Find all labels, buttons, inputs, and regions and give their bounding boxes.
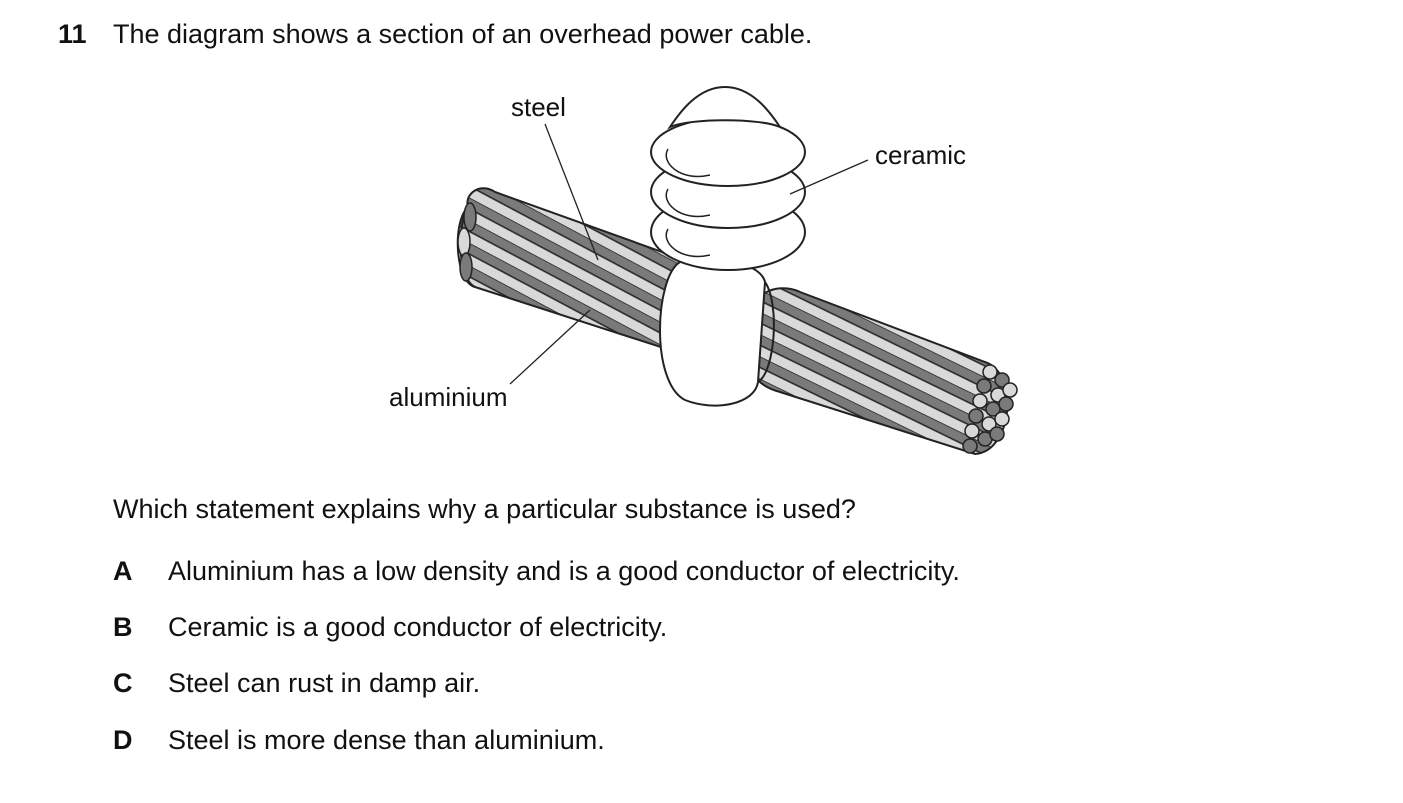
option-c[interactable]: C Steel can rust in damp air. xyxy=(113,668,480,699)
option-b[interactable]: B Ceramic is a good conductor of electric… xyxy=(113,612,667,643)
option-text: Ceramic is a good conductor of electrici… xyxy=(168,612,668,642)
question-number: 11 xyxy=(58,19,87,49)
option-text: Steel is more dense than aluminium. xyxy=(168,725,605,755)
power-cable-diagram: steel ceramic aluminium xyxy=(380,82,1030,467)
question-stem: The diagram shows a section of an overhe… xyxy=(113,19,813,49)
left-cable-segment xyxy=(456,187,692,352)
ceramic-leader-line xyxy=(789,159,869,195)
option-text: Aluminium has a low density and is a goo… xyxy=(168,556,960,586)
aluminium-label: aluminium xyxy=(389,382,508,412)
option-letter: B xyxy=(113,612,133,642)
ceramic-insulator xyxy=(650,85,806,407)
question-prompt: Which statement explains why a particula… xyxy=(113,494,856,524)
strand-ends xyxy=(962,364,1018,454)
right-cable-segment xyxy=(741,287,1018,456)
steel-leader-line xyxy=(544,123,599,261)
steel-label: steel xyxy=(511,92,566,122)
aluminium-leader-line xyxy=(509,309,591,385)
option-a[interactable]: A Aluminium has a low density and is a go… xyxy=(113,556,960,587)
option-letter: A xyxy=(113,556,133,586)
option-text: Steel can rust in damp air. xyxy=(168,668,481,698)
option-d[interactable]: D Steel is more dense than aluminium. xyxy=(113,725,605,756)
option-letter: D xyxy=(113,725,133,755)
power-cable-drawing xyxy=(456,85,1018,456)
option-letter: C xyxy=(113,668,133,698)
ceramic-label: ceramic xyxy=(875,140,967,170)
